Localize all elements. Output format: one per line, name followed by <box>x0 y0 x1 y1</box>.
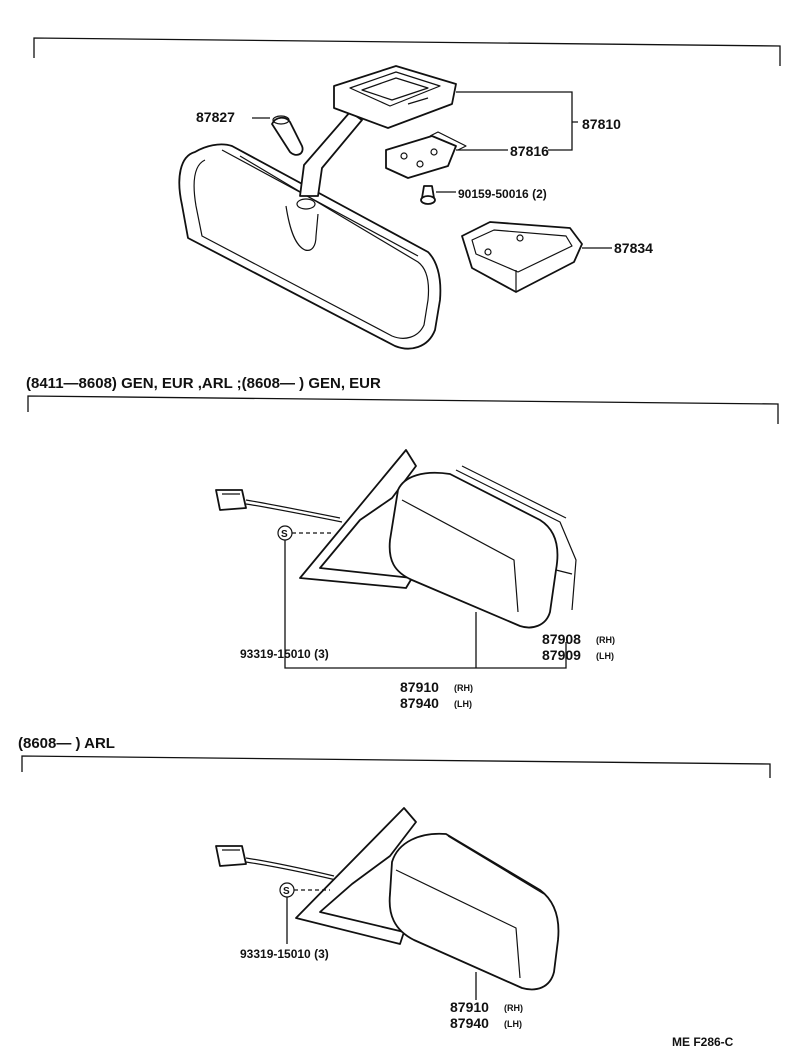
leader-93319-2 <box>284 540 567 669</box>
mirror-housing-2 <box>388 465 577 629</box>
s-symbol-text-3: S <box>283 886 290 897</box>
mirror-base-3 <box>295 807 417 945</box>
label-87910-3: 87910 <box>450 999 489 1015</box>
cap-87827 <box>271 115 304 156</box>
footer-code: ME F286-C <box>672 1035 734 1049</box>
label-93319-3: 93319-15010 (3) <box>240 947 329 961</box>
mirror-base-2 <box>299 449 417 589</box>
label-87940-2: 87940 <box>400 695 439 711</box>
label-87940-3: 87940 <box>450 1015 489 1031</box>
s-symbol-text-2: S <box>281 529 288 540</box>
tag-87910-rh-2: (RH) <box>454 683 473 693</box>
tag-87909-lh: (LH) <box>596 651 614 661</box>
label-90159-50016: 90159-50016 (2) <box>458 187 547 201</box>
section-outer-mirror-arl: (8608— ) ARL S 93319-15010 (3) 87910 (RH… <box>18 735 771 1031</box>
tag-87910-rh-3: (RH) <box>504 1003 523 1013</box>
section2-bracket <box>27 395 779 424</box>
mirror-housing-3 <box>388 832 560 991</box>
inside-mirror-body <box>178 143 442 350</box>
label-87908: 87908 <box>542 631 581 647</box>
label-87834: 87834 <box>614 240 653 256</box>
cover-87834 <box>461 221 583 293</box>
label-87909: 87909 <box>542 647 581 663</box>
label-87810: 87810 <box>582 116 621 132</box>
section2-header: (8411—8608) GEN, EUR ,ARL ;(8608— ) GEN,… <box>26 375 381 392</box>
plate-87816 <box>385 131 467 179</box>
mirror-stay <box>299 65 457 197</box>
section-outer-mirror-gen-eur: (8411—8608) GEN, EUR ,ARL ;(8608— ) GEN,… <box>26 375 779 711</box>
tag-87940-lh-3: (LH) <box>504 1019 522 1029</box>
label-87910-2: 87910 <box>400 679 439 695</box>
screw-90159 <box>420 185 436 205</box>
section-inside-mirror: 87827 87810 87816 90159-50016 (2) 87834 <box>33 37 781 350</box>
section-bracket <box>33 37 781 66</box>
tag-87908-rh: (RH) <box>596 635 615 645</box>
section3-header: (8608— ) ARL <box>18 735 115 752</box>
leader-87810 <box>456 91 578 151</box>
label-87827: 87827 <box>196 109 235 125</box>
section3-bracket <box>21 755 771 778</box>
connector-wire-2 <box>215 489 343 523</box>
label-87816: 87816 <box>510 143 549 159</box>
tag-87940-lh-2: (LH) <box>454 699 472 709</box>
connector-wire-3 <box>215 845 337 881</box>
label-93319-2: 93319-15010 (3) <box>240 647 329 661</box>
